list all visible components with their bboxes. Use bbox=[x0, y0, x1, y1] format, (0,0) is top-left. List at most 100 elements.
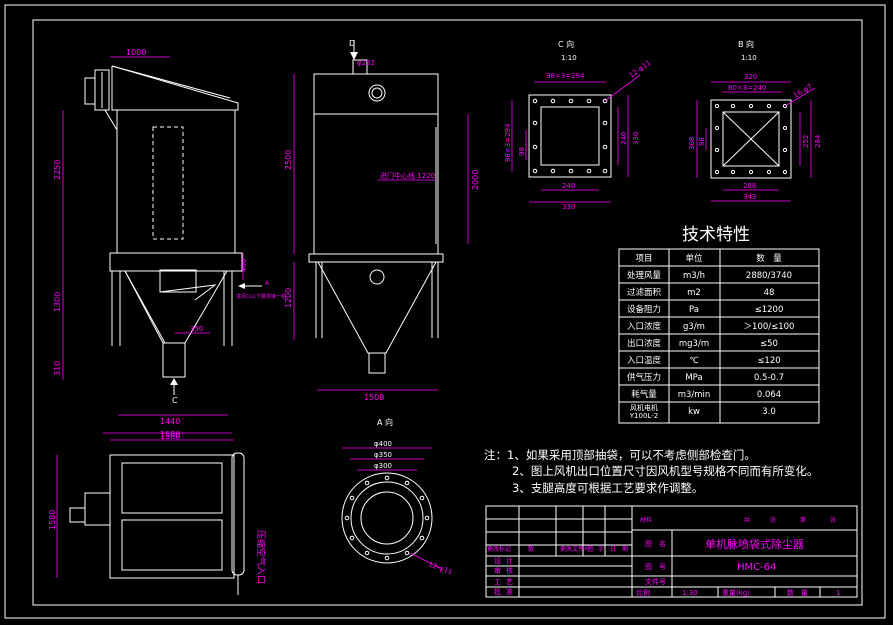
tech-cell: ≤1200 bbox=[755, 305, 784, 315]
dim-text: 308 bbox=[688, 137, 696, 150]
tech-cell: m3/min bbox=[678, 390, 711, 400]
dim-text: 16-φ7 bbox=[792, 83, 814, 100]
dim-text: 1580 bbox=[160, 432, 180, 441]
dim-text: 98×3=294 bbox=[504, 123, 512, 162]
inlet-note: 进风口以下要求接一组 bbox=[236, 293, 286, 300]
tech-cell: 入口温度 bbox=[627, 355, 662, 366]
drawing-no-label: 图 号 bbox=[645, 563, 666, 571]
dim-text: 240 bbox=[562, 182, 575, 190]
tech-cell: g3/m bbox=[683, 322, 705, 332]
dim-text: φ252 bbox=[357, 59, 375, 67]
arrow-label-c: C bbox=[172, 396, 178, 405]
tech-cell: m2 bbox=[687, 288, 701, 298]
scale-label: 比例 bbox=[636, 588, 650, 597]
drawing-no: HMC-64 bbox=[737, 562, 776, 573]
c-view bbox=[511, 74, 641, 203]
plan-view-texts: 1580 1580 压缩空气入口 bbox=[48, 430, 267, 584]
tech-cell: 48 bbox=[764, 288, 775, 298]
compressed-air-inlet-label: 压缩空气入口 bbox=[255, 530, 267, 584]
tech-cell: 入口浓度 bbox=[627, 321, 662, 332]
a-view-title: A 向 bbox=[377, 417, 393, 427]
tech-table-title: 技术特性 bbox=[682, 225, 750, 245]
note-2: 2、图上风机出口位置尺寸因风机型号规格不同而有所变化。 bbox=[512, 464, 818, 478]
outer-border bbox=[4, 4, 886, 619]
side-view-dim-texts: D φ252 2500 2000 1200 1508 进门中心线 1220 bbox=[284, 39, 480, 402]
file-label: 文件号 bbox=[645, 577, 666, 586]
tb-label: 期 bbox=[622, 545, 628, 553]
dim-text: 12-φ11 bbox=[427, 560, 453, 576]
c-view-title: C 向 bbox=[558, 39, 574, 49]
side-view bbox=[293, 40, 469, 391]
dim-text: 98×3=294 bbox=[546, 72, 585, 80]
tech-cell: 2880/3740 bbox=[746, 271, 792, 281]
tb-label: 更改文件号 bbox=[560, 545, 590, 553]
title-block-texts: 更改标记 数 更改文件号 签 字 日 期 设 计 审 核 工 艺 批 准 图 名… bbox=[487, 516, 840, 597]
drawing-name-label: 图 名 bbox=[645, 539, 666, 548]
tb-label: 计 bbox=[506, 556, 513, 565]
tech-cell: 0.064 bbox=[757, 390, 781, 400]
front-view bbox=[62, 56, 262, 434]
dim-text: 330 bbox=[632, 132, 640, 145]
dim-text: 进门中心线 1220 bbox=[380, 171, 435, 180]
tb-extra: 张 bbox=[770, 516, 776, 524]
notes: 注：1、如果采用顶部抽袋，可以不考虑侧部检查门。 2、图上风机出口位置尺寸因风机… bbox=[484, 448, 818, 495]
tb-label: 批 bbox=[494, 587, 501, 596]
tb-label: 字 bbox=[598, 545, 604, 553]
tb-label: 艺 bbox=[506, 578, 513, 586]
tech-cell: ≤120 bbox=[757, 356, 780, 366]
drawing-name: 单机脉喷袋式除尘器 bbox=[705, 537, 804, 551]
c-view-texts: C 向 1:10 98×3=294 12-φ11 98×3=294 98 240… bbox=[504, 39, 653, 211]
c-view-scale: 1:10 bbox=[561, 54, 577, 62]
b-view-scale: 1:10 bbox=[741, 54, 757, 62]
tech-cell: MPa bbox=[685, 373, 702, 383]
dim-text: 330 bbox=[562, 203, 575, 211]
scale-value: 1:30 bbox=[682, 589, 698, 597]
tech-cell: 供气压力 bbox=[627, 372, 661, 383]
tech-cell: 3.0 bbox=[762, 407, 776, 417]
dim-text: 1000 bbox=[126, 48, 146, 57]
tb-label: 设 bbox=[494, 556, 501, 565]
tb-label: 日 bbox=[610, 546, 616, 553]
tb-label: 核 bbox=[506, 566, 513, 575]
tech-cell: 耗气量 bbox=[631, 389, 657, 400]
dim-text: 98 bbox=[698, 137, 706, 146]
dim-text: 1200 bbox=[284, 288, 293, 308]
tech-cell: 出口浓度 bbox=[627, 338, 662, 349]
plan-view bbox=[56, 439, 245, 595]
dim-text: 350 bbox=[190, 325, 203, 333]
tb-label: 数 bbox=[528, 545, 534, 553]
dim-text: 1580 bbox=[48, 510, 57, 530]
tech-header-cell: 数 量 bbox=[756, 253, 782, 264]
qty-label: 数 量 bbox=[787, 588, 808, 597]
note-3: 3、支腿高度可根据工艺要求作调整。 bbox=[512, 481, 703, 495]
dim-text: 284 bbox=[814, 134, 822, 148]
dim-text: 2000 bbox=[471, 170, 480, 190]
tech-cell: mg3/m bbox=[679, 339, 709, 349]
b-view bbox=[696, 81, 816, 202]
a-view bbox=[341, 447, 441, 569]
tech-cell: ℃ bbox=[689, 356, 699, 366]
dim-text: 400 bbox=[240, 259, 248, 272]
view-marker-d: D bbox=[349, 39, 355, 48]
tech-cell: Pa bbox=[689, 305, 699, 315]
tb-label: 签 bbox=[588, 545, 594, 553]
dim-text: φ300 bbox=[374, 462, 392, 470]
tb-label: 更改标记 bbox=[487, 545, 511, 553]
qty-value: 1 bbox=[836, 589, 840, 597]
dim-text: 1508 bbox=[364, 393, 384, 402]
dim-text: 98 bbox=[518, 147, 526, 156]
dim-text: 80×3=240 bbox=[728, 84, 766, 92]
tb-extra: 共 bbox=[744, 516, 750, 524]
tech-table bbox=[618, 248, 820, 424]
tech-cell: 处理风量 bbox=[627, 270, 662, 281]
dim-text: 12-φ11 bbox=[628, 59, 653, 80]
dim-text: 1580 bbox=[160, 430, 180, 439]
tech-cell: ≤50 bbox=[760, 339, 778, 349]
tech-cell: 风机电机 bbox=[630, 403, 658, 412]
weight-label: 重量(kg) bbox=[722, 589, 750, 597]
tech-cell: ＞100/≤100 bbox=[744, 322, 795, 332]
tb-label: 工 bbox=[494, 578, 501, 586]
dim-text: 2500 bbox=[284, 150, 293, 170]
